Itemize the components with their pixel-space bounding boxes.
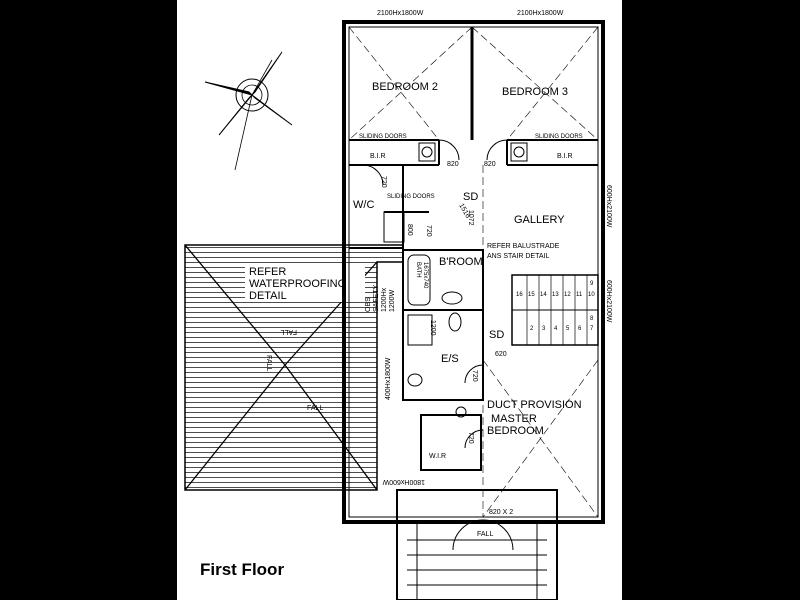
note-sd-top: SD: [463, 191, 478, 203]
compass-rose-icon: [204, 51, 293, 171]
window-bed2-top: 2100Hx1800W: [377, 10, 424, 17]
window-gallery-right: 600Hx2100W: [605, 185, 612, 228]
room-bir-left: B.I.R: [370, 153, 386, 160]
room-gallery: GALLERY: [514, 214, 565, 226]
note-waterproof-3: DETAIL: [249, 290, 287, 302]
stair-step-lower-5: 6: [578, 326, 582, 332]
room-bir-right: B.I.R: [557, 153, 573, 160]
stair-step-upper-3: 14: [540, 292, 547, 298]
floor-plan-sheet: 2100Hx1800W 2100Hx1800W 600Hx2100W 600Hx…: [177, 0, 622, 600]
note-door-820x2: 820 X 2: [489, 509, 513, 516]
stair-step-upper-5: 12: [564, 292, 571, 298]
note-bath-size: 1675x740: [422, 262, 428, 289]
stair-step-upper-7: 10: [588, 292, 595, 298]
note-duct-provision: DUCT PROVISION: [487, 399, 582, 411]
stair-step-lower-3: 4: [554, 326, 558, 332]
building-walls: [342, 20, 605, 600]
note-sliding-doors-mid: SLIDING DOORS: [387, 194, 435, 200]
note-waterproof-1: REFER: [249, 266, 286, 278]
stair-step-upper-1: 16: [516, 292, 523, 298]
note-sd-mid: SD: [489, 329, 504, 341]
note-balustrade-1: REFER BALUSTRADE: [487, 243, 560, 250]
note-dim-1072: 1072: [467, 210, 474, 226]
note-obs-2: SAFETY: [373, 284, 380, 312]
stair-step-lower-2: 3: [542, 326, 546, 332]
note-door-720-wir: 720: [467, 432, 474, 444]
roof-fall-label-2: FALL: [265, 355, 272, 371]
window-ensuite-left: 400Hx1800W: [385, 357, 392, 400]
room-bathroom: B'ROOM: [439, 256, 483, 268]
note-obs-1: OBS: [365, 297, 372, 312]
window-bed3-top: 2100Hx1800W: [517, 10, 564, 17]
room-wir: W.I.R: [429, 453, 446, 460]
stair-numbers-lower: 2 3 4 5 6 7: [530, 326, 594, 332]
note-sliding-doors-left: SLIDING DOORS: [359, 134, 407, 140]
note-door-820a: 820: [447, 161, 459, 168]
note-dim-800: 800: [406, 224, 413, 236]
floor-plan-drawing: 2100Hx1800W 2100Hx1800W 600Hx2100W 600Hx…: [184, 10, 612, 600]
room-ensuite: E/S: [441, 353, 459, 365]
stair-step-lower-4: 5: [566, 326, 570, 332]
plan-caption: First Floor: [200, 560, 285, 579]
note-obs-4: 1200W: [389, 289, 396, 312]
stair-step-upper-6: 11: [576, 292, 583, 298]
stair-step-lower-1: 2: [530, 326, 534, 332]
note-door-720-es: 720: [471, 370, 478, 382]
roof-fall-label-3: FALL: [307, 405, 323, 412]
stair-step-lower-6: 7: [590, 326, 594, 332]
room-bedroom-3: BEDROOM 3: [502, 86, 568, 98]
window-stair-right: 600Hx2100W: [605, 280, 612, 323]
stair-step-8: 8: [590, 316, 594, 322]
note-waterproof-2: WATERPROOFING: [249, 278, 346, 290]
room-master-bedroom: BEDROOM: [487, 425, 544, 437]
window-entry-bottom: 1800Hx600W: [382, 478, 425, 485]
note-dim-1200: 1200: [429, 320, 436, 336]
note-door-820b: 820: [484, 161, 496, 168]
stair-step-9: 9: [590, 281, 594, 287]
room-bedroom-2: BEDROOM 2: [372, 81, 438, 93]
stair-step-upper-2: 15: [528, 292, 535, 298]
note-balustrade-2: ANS STAIR DETAIL: [487, 253, 549, 260]
stair-step-upper-4: 13: [552, 292, 559, 298]
note-bath: BATH: [415, 262, 421, 278]
roof-fall-label-4: FALL: [477, 531, 493, 538]
note-door-620: 620: [495, 351, 507, 358]
room-master: MASTER: [491, 413, 537, 425]
roof-fall-label-1: FALL: [281, 328, 297, 335]
note-obs-3: 1200Hx: [381, 287, 388, 312]
note-door-720-wc: 720: [380, 176, 387, 188]
note-door-720-bath: 720: [425, 225, 432, 237]
note-sliding-doors-right: SLIDING DOORS: [535, 134, 583, 140]
room-wc: W/C: [353, 199, 374, 211]
stair-numbers-upper: 16 15 14 13 12 11 10: [516, 292, 595, 298]
